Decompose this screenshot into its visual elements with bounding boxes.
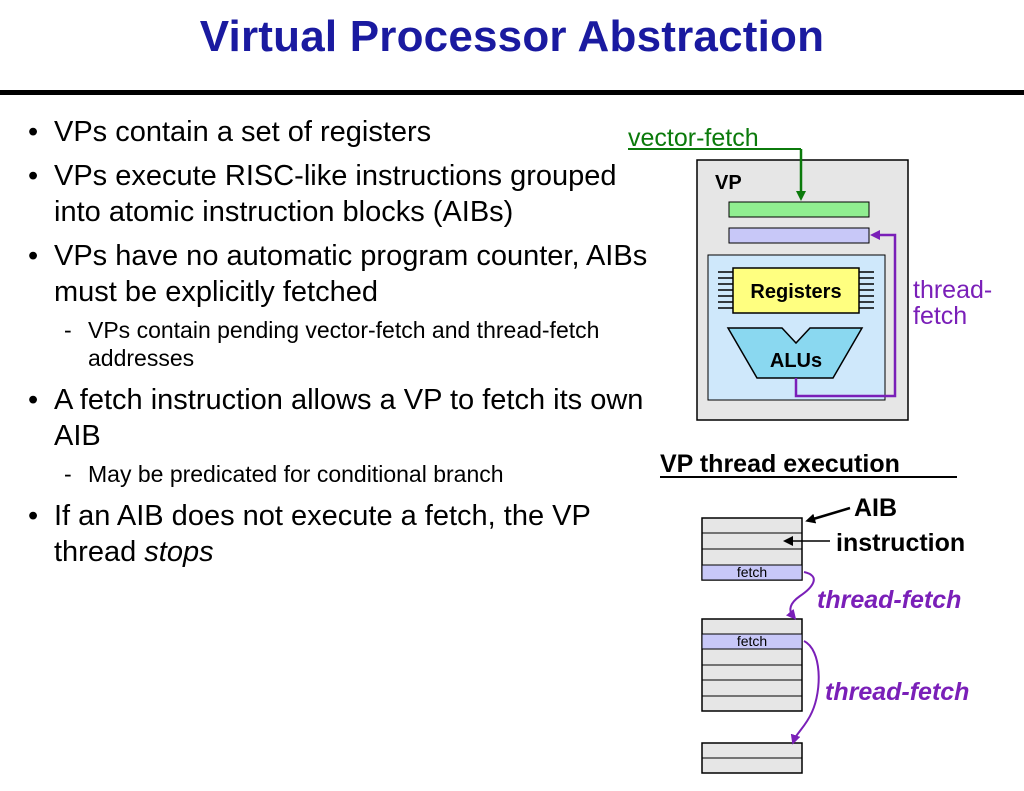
alus-label: ALUs <box>770 350 822 372</box>
bullet-no-program-counter: VPs have no automatic program counter, A… <box>22 238 662 310</box>
vector-fetch-label: vector-fetch <box>628 124 759 152</box>
thread-fetch-loop-arrow <box>794 230 897 398</box>
register-lines-left <box>718 271 733 309</box>
aib-block-1 <box>701 517 803 581</box>
bullet-thread-stops: If an AIB does not execute a fetch, the … <box>22 498 662 570</box>
aib-1-fetch-label: fetch <box>737 564 767 580</box>
aib-block-3 <box>701 742 803 774</box>
thread-fetch-label-1: thread-fetch <box>817 586 961 614</box>
thread-fetch-label-line2: fetch <box>913 302 967 330</box>
vp-label: VP <box>715 172 742 194</box>
register-lines-right <box>859 271 874 309</box>
subbullet-pending-fetch: VPs contain pending vector-fetch and thr… <box>22 316 662 372</box>
bullet-registers: VPs contain a set of registers <box>22 114 662 150</box>
page-title: Virtual Processor Abstraction <box>199 12 825 61</box>
aib-label-line2: instruction <box>836 529 965 557</box>
bullet-thread-stops-emphasis: stops <box>144 536 214 568</box>
thread-fetch-label-line1: thread- <box>913 276 992 304</box>
thread-fetch-label-2: thread-fetch <box>825 678 969 706</box>
bullet-thread-stops-text: If an AIB does not execute a fetch, the … <box>54 500 591 568</box>
registers-label: Registers <box>750 281 841 303</box>
aib-2-fetch-label: fetch <box>737 633 767 649</box>
thread-fetch-address-bar <box>728 227 870 244</box>
bullet-fetch-instruction: A fetch instruction allows a VP to fetch… <box>22 382 662 454</box>
bullet-list: VPs contain a set of registers VPs execu… <box>22 114 662 578</box>
title-divider <box>0 90 1024 95</box>
thread-fetch-arrow-2 <box>790 640 820 745</box>
subbullet-predicated: May be predicated for conditional branch <box>22 460 662 488</box>
bullet-risc-instructions: VPs execute RISC-like instructions group… <box>22 158 662 230</box>
alus-shape <box>726 327 864 379</box>
thread-execution-heading: VP thread execution <box>660 450 900 478</box>
thread-fetch-arrow-1 <box>785 571 815 620</box>
registers-block <box>732 267 860 314</box>
aib-2-fetch-row <box>701 633 803 650</box>
aib-label-line1: AIB <box>854 494 897 522</box>
aib-pointer-arrow <box>805 506 851 524</box>
aib-1-fetch-row <box>701 564 803 581</box>
vector-fetch-address-bar <box>728 201 870 218</box>
aib-block-2 <box>701 618 803 712</box>
